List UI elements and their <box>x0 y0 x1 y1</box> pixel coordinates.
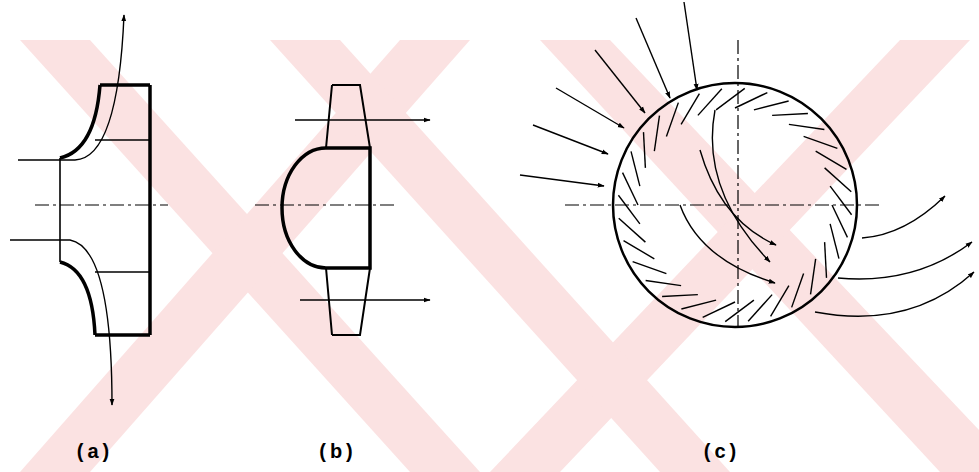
rotor-blade <box>735 93 767 108</box>
rotor-blade <box>681 300 716 309</box>
rotor-blade <box>832 205 847 237</box>
rotor-blade <box>623 173 638 205</box>
radial-impeller <box>10 15 168 405</box>
axial-impeller <box>255 85 430 335</box>
rotor-blade <box>624 241 655 259</box>
rotor-blade <box>754 101 789 110</box>
rotor-blade <box>830 186 851 215</box>
rotor-blade <box>816 151 847 169</box>
figure-label-box: (b) <box>319 440 357 463</box>
rotor-blade <box>662 295 698 297</box>
figure-label: (c) <box>704 440 740 462</box>
rotor-blade <box>618 195 639 224</box>
rotor-blade <box>643 132 645 168</box>
rotor-blade <box>666 103 678 137</box>
rotor-blade <box>725 300 754 321</box>
figure-label-box: (a) <box>77 440 113 463</box>
rotor-blade <box>698 89 722 116</box>
rotor-blade <box>633 262 667 274</box>
rotor-blade <box>811 259 816 294</box>
rotor-blade <box>748 295 772 322</box>
rotor-blade <box>825 168 852 192</box>
cross-flow-impeller <box>520 2 974 328</box>
rotor-blade <box>804 136 838 148</box>
rotor-blade <box>830 224 839 259</box>
rotor-blade <box>654 116 659 151</box>
figure-label: (a) <box>77 440 113 462</box>
rotor-blade <box>681 94 699 125</box>
rotor-blade <box>716 88 745 109</box>
watermark <box>20 40 979 472</box>
rotor-blade <box>646 281 681 286</box>
figure-label: (b) <box>319 440 357 462</box>
rotor-blade <box>789 124 824 129</box>
rotor-blade <box>631 151 640 186</box>
rotor-blade <box>772 113 808 115</box>
rotor-blade <box>825 242 827 278</box>
rotor-blade <box>792 274 804 308</box>
rotor-blade <box>703 302 735 317</box>
figure-label-box: (c) <box>704 440 740 463</box>
rotor-blade <box>771 286 789 317</box>
rotor-blade <box>619 218 646 242</box>
